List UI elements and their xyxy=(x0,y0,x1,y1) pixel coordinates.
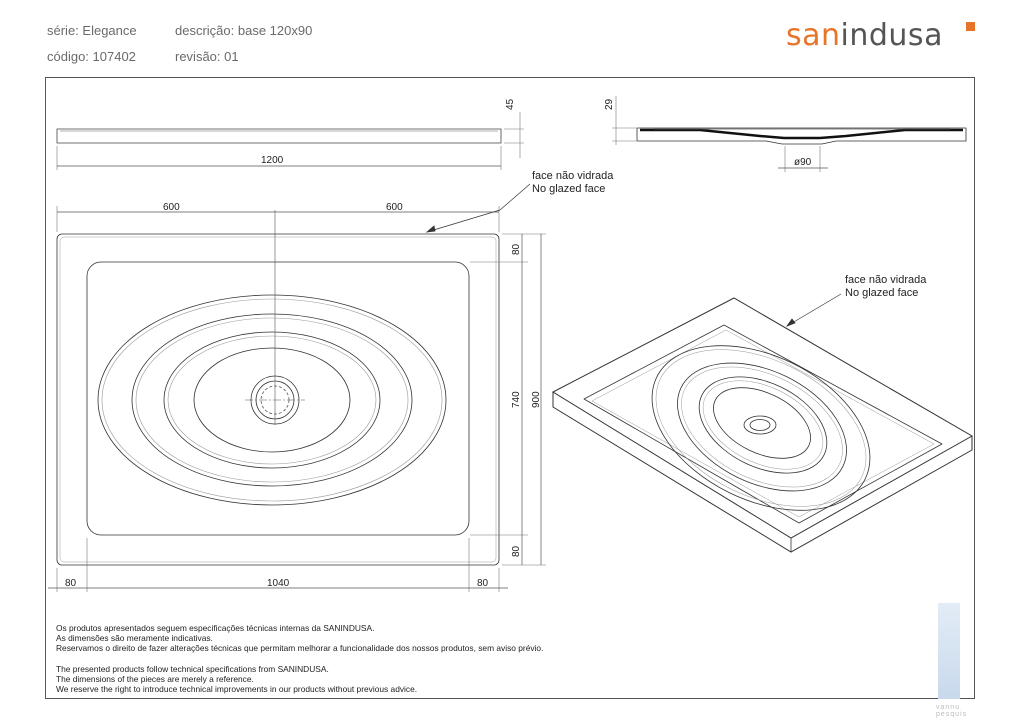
note-en-3: We reserve the right to introduce techni… xyxy=(56,684,418,695)
watermark-text: vannu pesquis xyxy=(936,704,968,718)
isometric-view xyxy=(551,293,974,553)
label-top-pt: face não vidrada xyxy=(532,170,614,182)
note-en-1: The presented products follow technical … xyxy=(56,663,329,674)
dim-80-right: 80 xyxy=(477,578,489,589)
label-iso-pt: face não vidrada xyxy=(845,274,927,286)
codigo-label: código: 107402 xyxy=(47,49,136,64)
dim-600-right: 600 xyxy=(386,202,403,213)
label-iso-en: No glazed face xyxy=(845,287,918,299)
dim-29: 29 xyxy=(604,98,615,110)
dim-740: 740 xyxy=(511,391,522,408)
dim-600-left: 600 xyxy=(163,202,180,213)
disclaimer-notes: Os produtos apresentados seguem especifi… xyxy=(56,623,543,694)
drawing-frame xyxy=(45,77,975,699)
side-elevation xyxy=(56,112,524,170)
dim-80-bottom: 80 xyxy=(511,545,522,557)
note-en-2: The dimensions of the pieces are merely … xyxy=(56,673,254,684)
section-view xyxy=(612,96,967,172)
note-pt-1: Os produtos apresentados seguem especifi… xyxy=(56,623,375,633)
dim-80-left: 80 xyxy=(65,578,77,589)
dim-45: 45 xyxy=(505,98,516,110)
note-pt-3: Reservamos o direito de fazer alterações… xyxy=(56,643,544,654)
watermark-bar xyxy=(938,603,960,699)
dim-80-top: 80 xyxy=(511,243,522,255)
dim-1200: 1200 xyxy=(261,155,284,166)
dim-1040: 1040 xyxy=(267,578,290,589)
descricao-label: descrição: base 120x90 xyxy=(175,23,313,38)
logo-mark-icon xyxy=(966,22,975,31)
plan-view xyxy=(48,183,546,592)
serie-label: série: Elegance xyxy=(47,23,137,38)
label-top-en: No glazed face xyxy=(532,183,605,195)
revisao-label: revisão: 01 xyxy=(175,49,239,64)
note-pt-2: As dimensões são meramente indicativas. xyxy=(56,633,213,644)
dim-900: 900 xyxy=(531,391,542,408)
dim-90: ø90 xyxy=(794,157,812,168)
sanindusa-logo: sanindusa xyxy=(786,18,975,53)
